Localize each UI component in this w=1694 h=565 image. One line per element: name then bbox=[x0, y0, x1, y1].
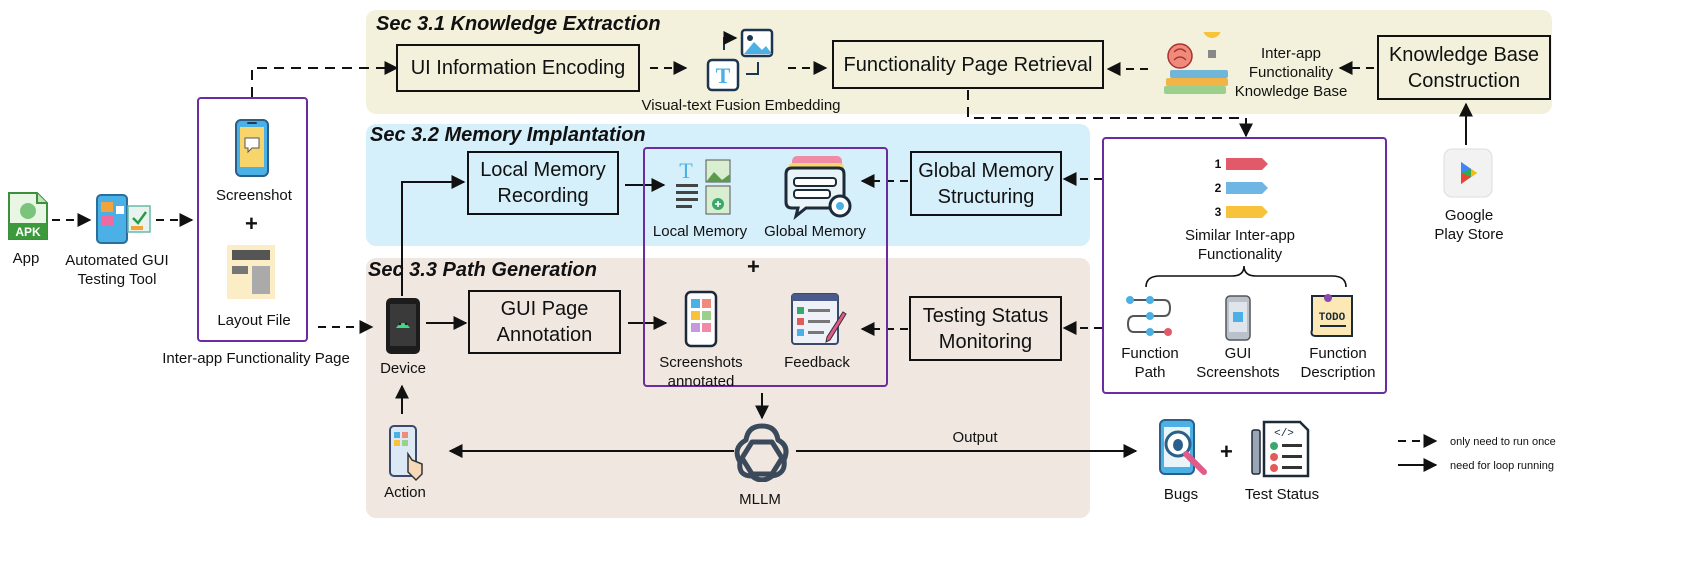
device-label: Device bbox=[380, 360, 426, 377]
gui-page-annotation-box: GUI Page Annotation bbox=[468, 290, 621, 354]
ranked-list-icon: 1 2 3 bbox=[1215, 157, 1268, 219]
plus-sign-output: + bbox=[1220, 439, 1233, 464]
layout-file-label: Layout File bbox=[217, 312, 291, 329]
action-touch-icon bbox=[389, 425, 423, 482]
screenshots-annotated-icon bbox=[684, 290, 718, 348]
ui-information-encoding-label: UI Information Encoding bbox=[410, 57, 626, 79]
global-memory-structuring-box: Global Memory Structuring bbox=[910, 151, 1062, 216]
feedback-icon bbox=[791, 293, 847, 345]
gui-page-annotation-label: GUI Page Annotation bbox=[496, 298, 593, 346]
local-memory-recording-label: Local Memory Recording bbox=[480, 159, 606, 207]
output-label: Output bbox=[952, 429, 998, 446]
todo-text: TODO bbox=[1319, 312, 1346, 324]
local-memory-icon: T bbox=[676, 158, 731, 215]
function-path-icon bbox=[1126, 296, 1172, 336]
mllm-label: MLLM bbox=[739, 491, 781, 508]
bug-search-icon bbox=[1159, 419, 1207, 475]
global-memory-icon bbox=[784, 156, 852, 220]
feedback-label: Feedback bbox=[784, 354, 850, 371]
knowledge-base-icon bbox=[1164, 32, 1228, 94]
local-memory-label: Local Memory bbox=[652, 223, 748, 240]
memory-frame bbox=[643, 147, 888, 387]
memory-implantation-region bbox=[366, 124, 1090, 246]
inter-app-page-label: Inter-app Functionality Page bbox=[162, 350, 350, 367]
google-play-label: Google Play Store bbox=[1434, 207, 1504, 243]
testing-status-monitoring-label: Testing Status Monitoring bbox=[922, 304, 1049, 353]
screenshots-annotated-label: Screenshots annotated bbox=[659, 354, 743, 390]
app-label: App bbox=[12, 250, 40, 267]
test-status-label: Test Status bbox=[1244, 486, 1320, 503]
layout-file-icon bbox=[227, 245, 275, 299]
screenshot-phone-icon bbox=[235, 119, 269, 177]
functionality-page-retrieval-box: Functionality Page Retrieval bbox=[832, 40, 1104, 89]
section-title-memory: Sec 3.2 Memory Implantation bbox=[370, 124, 646, 146]
svg-text:T: T bbox=[716, 63, 731, 88]
testing-status-monitoring-box: Testing Status Monitoring bbox=[909, 296, 1062, 361]
rank-1-text: 1 bbox=[1215, 157, 1222, 171]
mllm-model-icon bbox=[734, 423, 789, 482]
plus-sign-memory: + bbox=[747, 254, 760, 279]
section-title-knowledge: Sec 3.1 Knowledge Extraction bbox=[376, 13, 661, 35]
gui-screenshots-icon bbox=[1225, 295, 1251, 341]
fusion-embedding-label: Visual-text Fusion Embedding bbox=[641, 97, 841, 114]
input-page-frame bbox=[197, 97, 308, 342]
todo-note-icon: TODO bbox=[1310, 294, 1353, 337]
path-generation-region bbox=[366, 258, 1090, 518]
function-path-label: Function Path bbox=[1121, 345, 1179, 381]
testing-tool-label: Automated GUI Testing Tool bbox=[65, 252, 169, 288]
functionality-page-retrieval-label: Functionality Page Retrieval bbox=[843, 53, 1093, 76]
svg-text:T: T bbox=[679, 158, 693, 183]
testing-tool-icon bbox=[96, 194, 151, 244]
section-title-path: Sec 3.3 Path Generation bbox=[368, 259, 597, 281]
apk-text: APK bbox=[15, 225, 41, 239]
apk-file-icon: APK bbox=[8, 192, 48, 240]
test-status-icon: </> bbox=[1251, 420, 1310, 478]
legend-dashed-label: only need to run once bbox=[1450, 436, 1556, 448]
knowledge-base-construction-box: Knowledge Base Construction bbox=[1377, 35, 1551, 100]
legend-solid-label: need for loop running bbox=[1450, 460, 1554, 472]
knowledge-base-label: Inter-app Functionality Knowledge Base bbox=[1234, 45, 1348, 100]
device-phone-icon bbox=[386, 298, 420, 354]
similar-functionality-label: Similar Inter-app Functionality bbox=[1184, 227, 1296, 263]
ui-information-encoding-box: UI Information Encoding bbox=[396, 44, 640, 92]
knowledge-extraction-region bbox=[366, 10, 1552, 114]
global-memory-structuring-label: Global Memory Structuring bbox=[918, 159, 1054, 208]
plus-sign-input: + bbox=[245, 211, 258, 236]
screenshot-label: Screenshot bbox=[216, 187, 292, 204]
google-play-icon bbox=[1443, 148, 1493, 198]
function-description-label: Function Description bbox=[1300, 345, 1376, 381]
svg-text:</>: </> bbox=[1274, 428, 1294, 440]
local-memory-recording-box: Local Memory Recording bbox=[467, 151, 619, 215]
similar-functionality-frame bbox=[1102, 137, 1387, 394]
gui-screenshots-label: GUI Screenshots bbox=[1196, 345, 1280, 381]
rank-3-text: 3 bbox=[1215, 205, 1222, 219]
action-label: Action bbox=[384, 484, 426, 501]
bugs-label: Bugs bbox=[1163, 486, 1199, 503]
rank-2-text: 2 bbox=[1215, 181, 1222, 195]
global-memory-label: Global Memory bbox=[764, 223, 866, 240]
knowledge-base-construction-label: Knowledge Base Construction bbox=[1388, 43, 1540, 92]
visual-text-fusion-icon: T bbox=[706, 28, 774, 92]
